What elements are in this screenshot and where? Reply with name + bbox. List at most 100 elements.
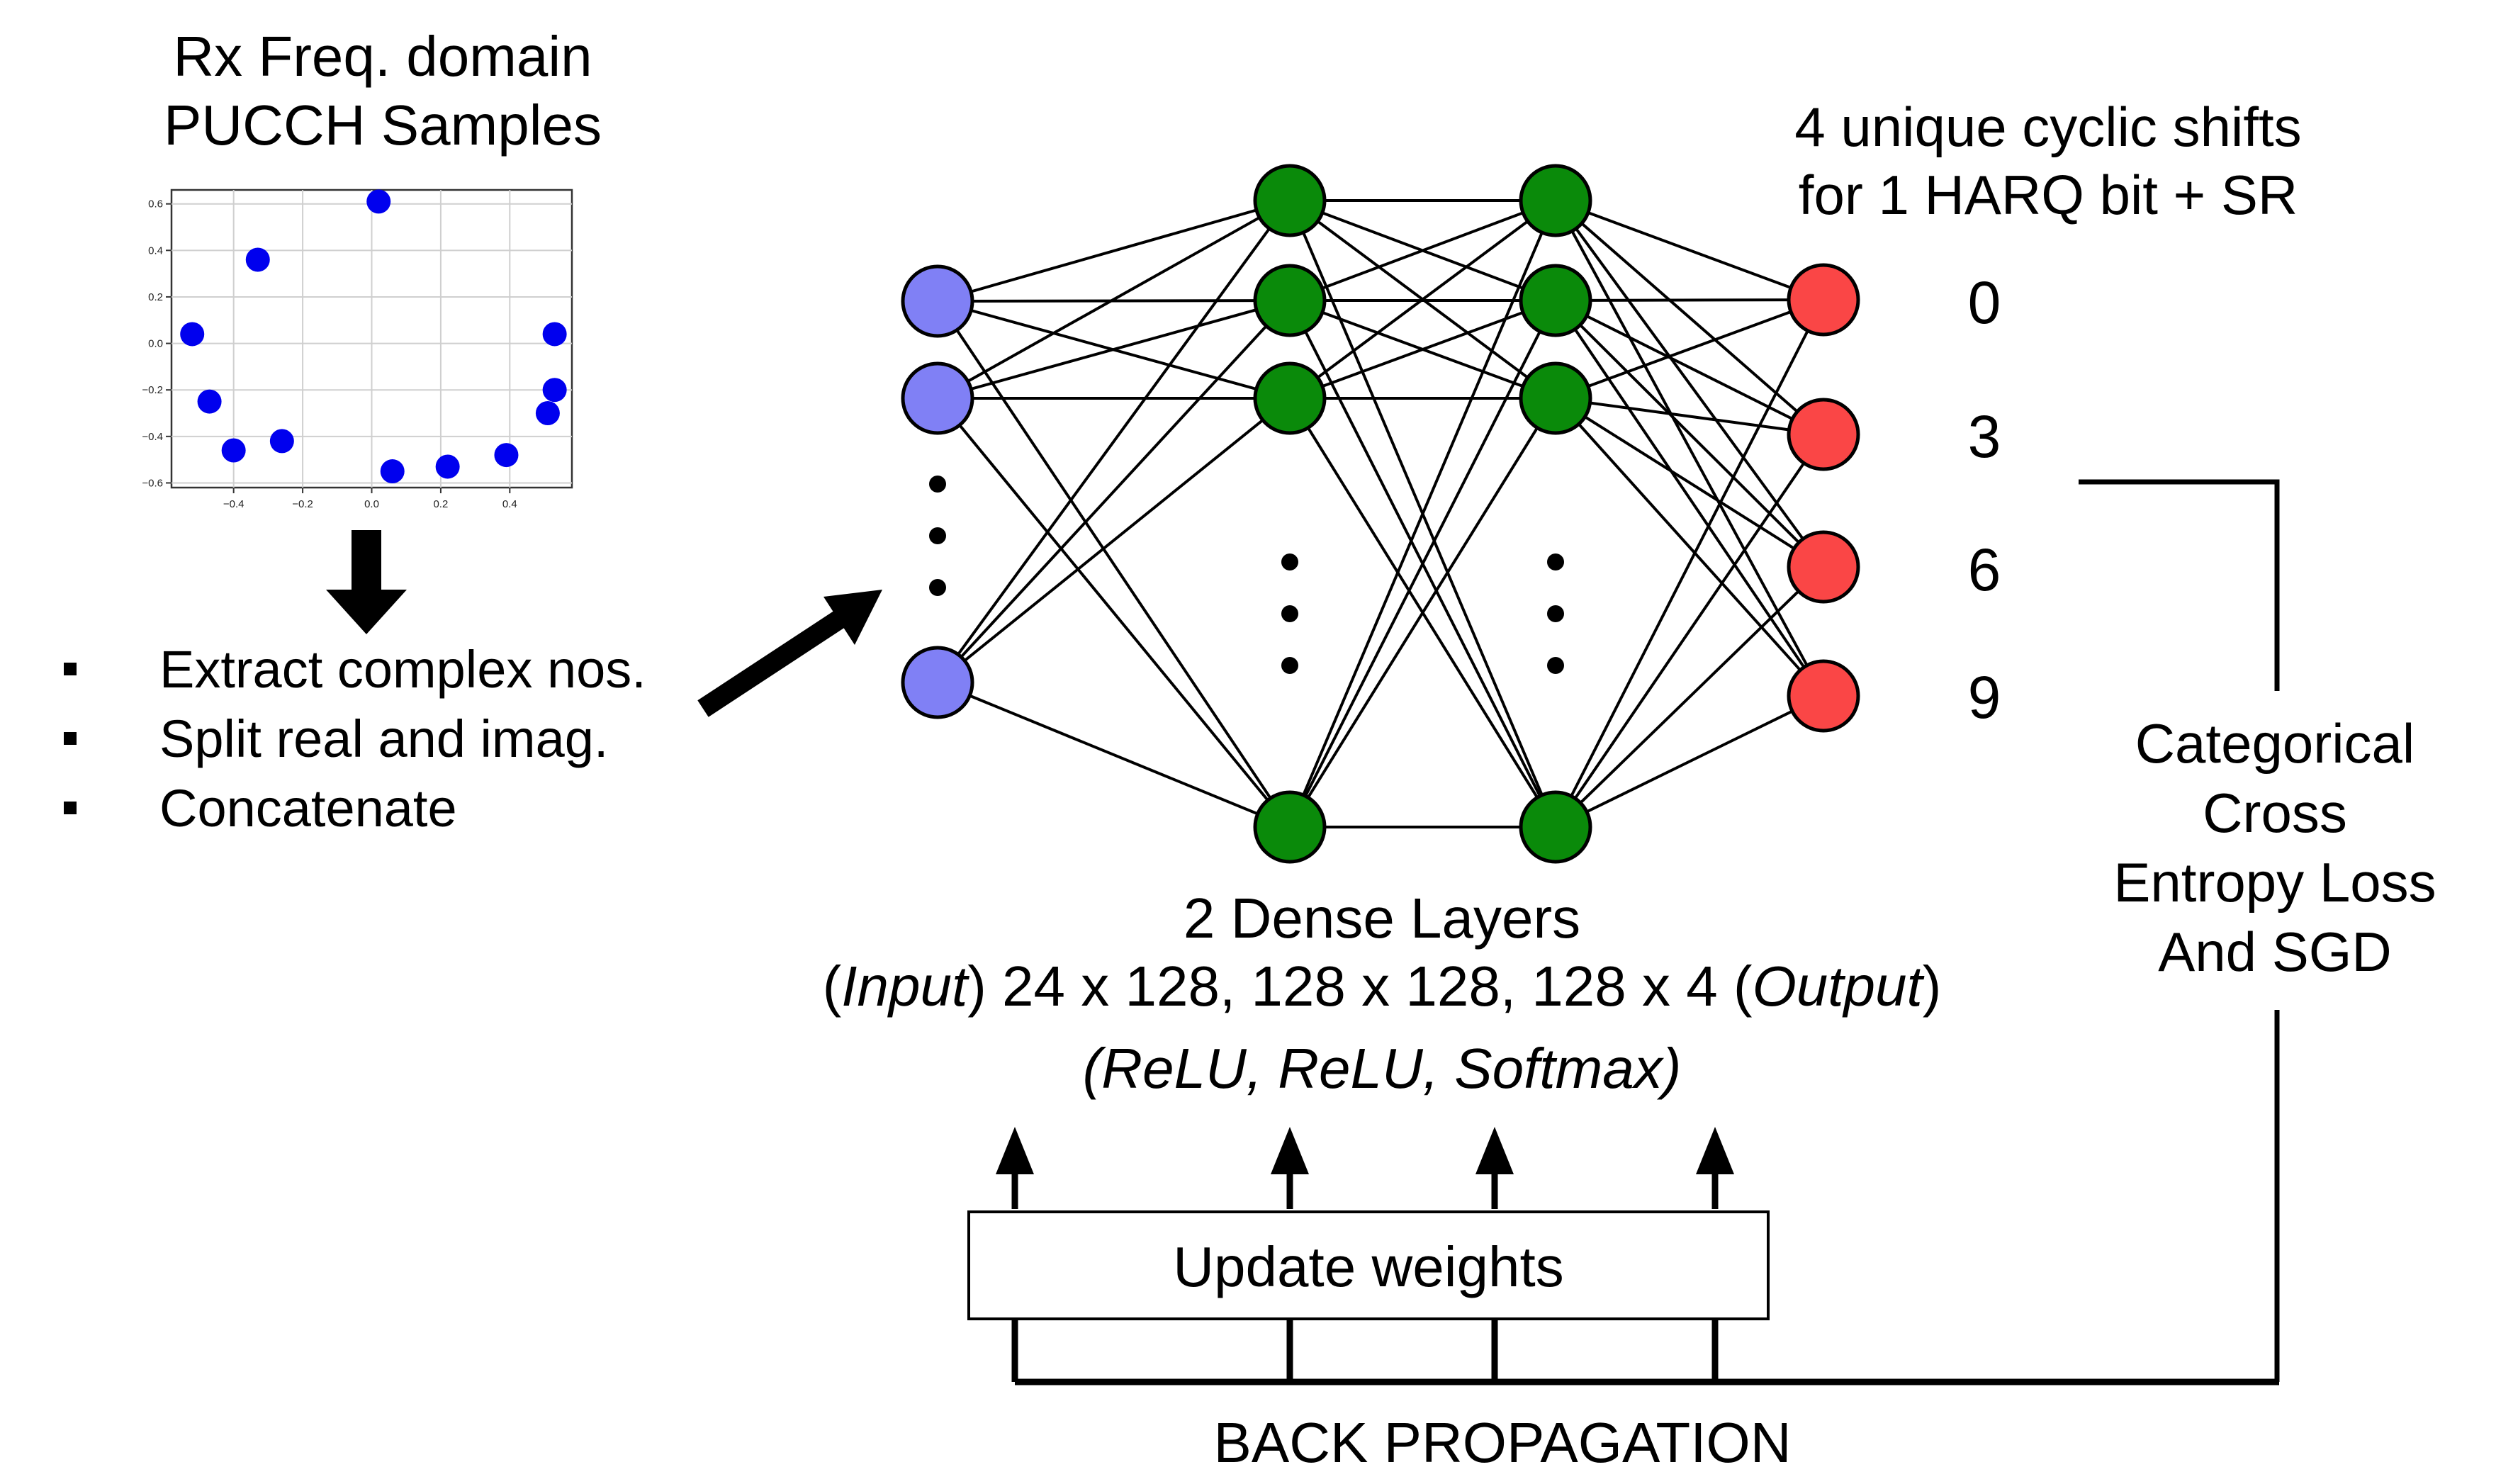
layer-dimensions: (Input) 24 x 128, 128 x 128, 128 x 4 (Ou… — [638, 958, 2126, 1015]
neuron-node — [901, 361, 974, 435]
neuron-node — [901, 646, 974, 719]
connection-line — [936, 397, 1291, 684]
up-arrow-icon — [1271, 1127, 1309, 1174]
x-tick-label: 0.4 — [502, 498, 517, 510]
diagonal-arrow-icon — [697, 590, 882, 717]
down-arrow-icon — [326, 530, 407, 634]
loss-line: And SGD — [2158, 921, 2392, 983]
ellipsis-dot — [929, 579, 946, 596]
plot-grid — [166, 190, 572, 493]
connection-line — [1289, 199, 1556, 302]
connection-line — [936, 300, 1291, 828]
update-weights-box: Update weights — [967, 1210, 1770, 1320]
ellipsis-dot — [929, 527, 946, 544]
ellipsis-dot — [1547, 605, 1564, 622]
dims-part: ) — [1922, 955, 1942, 1018]
connection-line — [1554, 566, 1825, 828]
connection-line — [1554, 433, 1825, 828]
sample-point — [542, 322, 567, 347]
sample-point — [245, 247, 270, 272]
bullet-square-icon — [64, 732, 77, 745]
loss-line: Categorical — [2135, 712, 2415, 775]
connection-line — [1288, 397, 1557, 828]
ellipsis-dot — [929, 476, 946, 493]
connection-line — [1554, 397, 1825, 568]
y-tick-label: −0.4 — [142, 431, 163, 443]
connection-line — [1554, 199, 1825, 436]
connection-line — [1554, 299, 1825, 828]
connection-line — [937, 199, 1291, 303]
layers-label: 2 Dense Layers — [1183, 887, 1581, 950]
output-label: 9 — [1967, 664, 2001, 731]
x-tick-label: −0.4 — [223, 498, 244, 510]
sample-point — [380, 459, 405, 484]
bullet-square-icon — [64, 802, 77, 814]
loss-line: Entropy Loss — [2113, 851, 2436, 914]
connection-line — [937, 299, 1291, 400]
dims-part: Output — [1752, 955, 1923, 1018]
neuron-node — [1787, 398, 1860, 471]
neuron-node — [901, 264, 974, 338]
neuron-node — [1253, 264, 1327, 337]
y-tick-label: −0.2 — [142, 384, 163, 396]
up-arrow-icon — [996, 1127, 1034, 1174]
bullet-square-icon — [64, 663, 77, 675]
loss-label: Categorical Cross Entropy Loss And SGD — [2055, 709, 2495, 986]
connection-line — [1554, 299, 1825, 568]
connection-line — [937, 199, 1291, 400]
step-label: Concatenate — [159, 779, 457, 838]
connection-line — [936, 199, 1291, 684]
neuron-node — [1519, 164, 1592, 237]
output-label: 6 — [1967, 536, 2001, 603]
connection-line — [1288, 200, 1557, 828]
connection-line — [936, 397, 1291, 828]
y-tick-label: 0.0 — [148, 338, 163, 350]
back-propagation-label: BACK PROPAGATION — [1213, 1411, 1792, 1474]
output-label: 0 — [1967, 269, 2001, 336]
ellipsis-dot — [1281, 553, 1298, 570]
backprop-lines — [1011, 1318, 2279, 1385]
connection-line — [936, 299, 1291, 684]
x-tick-label: −0.2 — [292, 498, 313, 510]
outputs-title-line2: for 1 HARQ bit + SR — [1798, 164, 2298, 226]
x-tick-label: 0.2 — [433, 498, 448, 510]
ellipsis-dot — [1281, 657, 1298, 674]
neuron-node — [1787, 659, 1860, 733]
connection-line — [937, 681, 1291, 828]
neuron-node — [1519, 790, 1592, 864]
y-tick-label: −0.6 — [142, 477, 163, 489]
ellipsis-dot — [1281, 605, 1298, 622]
plot-points — [180, 189, 567, 484]
neuron-node — [1519, 264, 1592, 337]
neuron-node — [1253, 164, 1327, 237]
connection-line — [1554, 397, 1825, 697]
loss-bracket — [2079, 479, 2280, 691]
y-tick-label: 0.4 — [148, 244, 163, 257]
sample-point — [542, 378, 567, 403]
update-weights-label: Update weights — [1173, 1235, 1564, 1298]
connection-line — [1554, 199, 1825, 568]
loss-line: Cross — [2203, 782, 2347, 844]
network-connections — [936, 199, 1825, 828]
samples-title-line1: Rx Freq. domain — [173, 25, 592, 88]
sample-point — [269, 429, 294, 454]
connection-line — [1555, 397, 1824, 436]
outputs-title-line1: 4 unique cyclic shifts — [1794, 96, 2302, 158]
ellipsis-dots — [929, 476, 1564, 674]
connection-line — [1554, 200, 1825, 697]
activations-label: (ReLU, ReLU, Softmax) — [1082, 1037, 1682, 1100]
sample-point — [435, 454, 460, 479]
sample-point — [366, 189, 391, 214]
up-arrow-icon — [1696, 1127, 1734, 1174]
connection-line — [1555, 695, 1824, 828]
up-arrow-icon — [1475, 1127, 1514, 1174]
neuron-node — [1519, 361, 1592, 435]
dims-part: ( — [822, 955, 842, 1018]
ellipsis-dot — [1547, 553, 1564, 570]
output-label: 3 — [1967, 403, 2001, 470]
sample-point — [221, 438, 246, 463]
sample-point — [535, 401, 560, 425]
